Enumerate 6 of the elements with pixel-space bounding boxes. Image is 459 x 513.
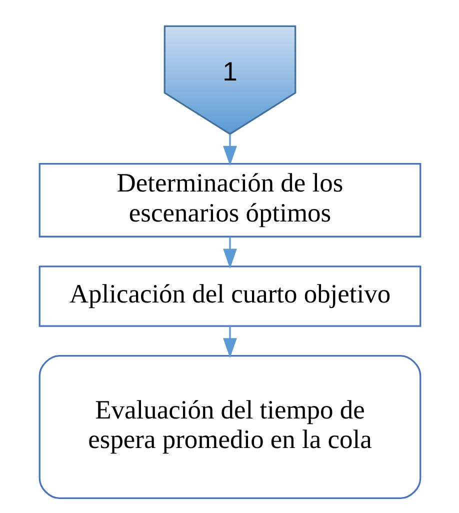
- arrow: [222, 134, 236, 166]
- node-box: Aplicación del cuarto objetivo: [38, 266, 421, 327]
- node-box: Determinación de los escenarios óptimos: [38, 162, 421, 238]
- node-box: Evaluación del tiempo de espera promedio en la cola: [38, 355, 421, 500]
- arrow: [222, 326, 236, 358]
- arrow: [222, 236, 236, 269]
